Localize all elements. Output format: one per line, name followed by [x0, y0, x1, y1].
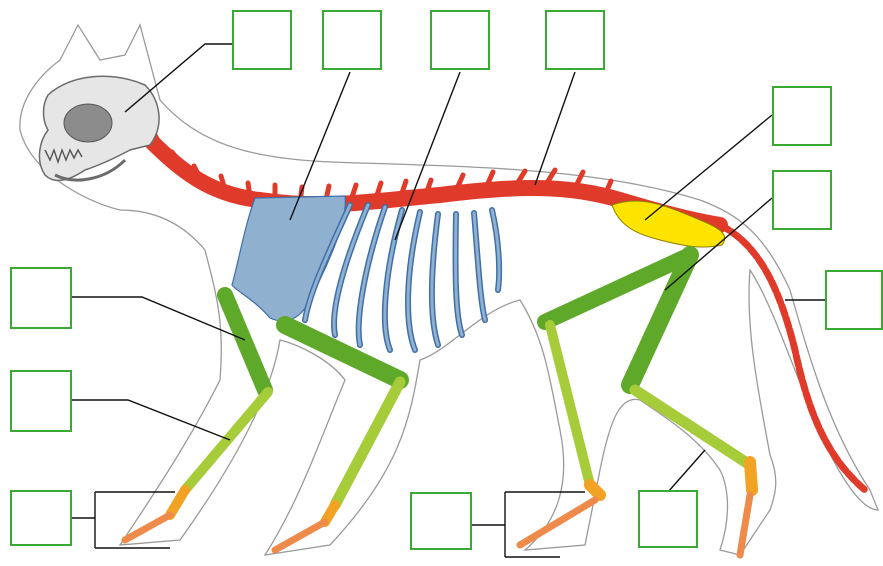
tail-vertebrae [720, 225, 865, 490]
label-box-pelvis[interactable] [772, 86, 832, 146]
radius-ulna-front-near [185, 392, 268, 490]
tibia-fibula [635, 390, 750, 465]
skull-eye-socket [64, 104, 112, 142]
pelvis [612, 201, 725, 247]
leader-pelvis [645, 115, 772, 220]
label-box-front-paw[interactable] [10, 490, 72, 546]
humerus-front-far [285, 325, 400, 380]
label-box-scapula[interactable] [322, 10, 382, 70]
radius-ulna-front-far [335, 382, 400, 505]
leader-ribs [395, 72, 460, 240]
label-box-humerus[interactable] [10, 267, 72, 329]
humerus-front-near [225, 295, 265, 390]
label-box-hind-paw[interactable] [410, 492, 472, 550]
label-box-tibia-fibula[interactable] [638, 490, 698, 548]
label-box-ribs[interactable] [430, 10, 490, 70]
label-box-tail-vertebrae[interactable] [825, 270, 883, 330]
front-leg-far [275, 325, 400, 550]
label-box-skull[interactable] [232, 10, 292, 70]
label-box-radius-ulna[interactable] [10, 370, 72, 432]
leader-tibia [668, 450, 705, 492]
leader-lines [72, 44, 825, 557]
label-box-vertebrae[interactable] [545, 10, 605, 70]
front-leg-near [125, 295, 268, 540]
label-box-femur[interactable] [772, 170, 832, 230]
